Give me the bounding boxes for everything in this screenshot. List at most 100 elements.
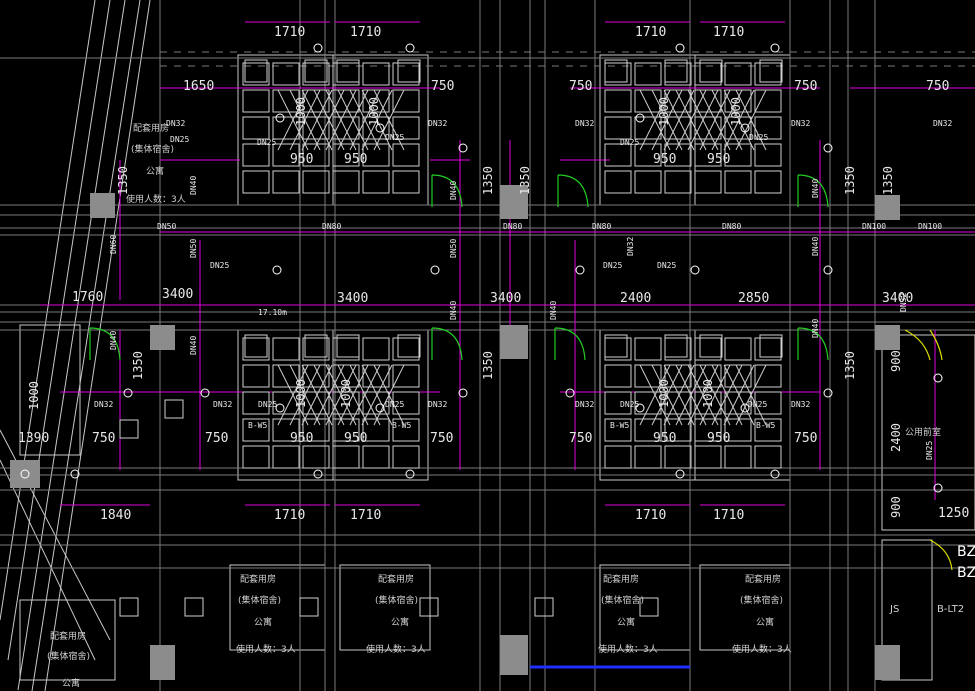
tile-0-2-0 (242, 116, 270, 140)
tile-3-3-5 (754, 418, 782, 442)
tile-1-1-3 (694, 89, 722, 113)
pipe-label-dn32h: DN32 (428, 400, 447, 409)
tile-3-4-0 (604, 445, 632, 469)
fixture-6 (699, 59, 723, 83)
hatch-b-0-6 (349, 89, 381, 151)
dim-lower-1000a: 1000 (294, 379, 308, 408)
hatch-b-2-5 (337, 364, 369, 426)
fixture-5 (664, 59, 688, 83)
label-shiyong-2: 使用人数：3人 (236, 643, 296, 655)
dim-vert-1350g: 1350 (481, 351, 495, 380)
pipe-label-dn32g: DN32 (213, 400, 232, 409)
tile-0-0-5 (392, 62, 420, 86)
pipe-label-dn25d: DN25 (257, 138, 276, 147)
dim-top-3: 1710 (635, 25, 666, 40)
pipe-label-dn40e: DN40 (549, 301, 558, 320)
pipe-lines (40, 21, 975, 506)
dim-vert-1350e: 1350 (881, 166, 895, 195)
dim-top-1: 1710 (274, 25, 305, 40)
pipe-label-dn40f: DN40 (811, 319, 820, 338)
fixture-8 (244, 334, 268, 358)
tile-3-0-1 (634, 337, 662, 361)
tile-1-4-5 (754, 170, 782, 194)
pipe-label-dn50a: DN50 (157, 222, 176, 231)
tile-3-3-2 (664, 418, 692, 442)
dim-bottom-1710b: 1710 (350, 508, 381, 523)
fixture-12 (604, 334, 628, 358)
tile-2-2-1 (272, 391, 300, 415)
label-jiti-3: (集体宿舍) (375, 594, 418, 606)
tile-0-2-1 (272, 116, 300, 140)
tile-1-3-4 (724, 143, 752, 167)
tile-3-0-5 (754, 337, 782, 361)
pipe-label-dn25i: DN25 (385, 400, 404, 409)
dim-upper-750b: 750 (569, 79, 592, 94)
riser-31 (20, 469, 30, 479)
pipe-label-dn32e: DN32 (933, 119, 952, 128)
hatch-b-1-2 (663, 89, 695, 151)
hatch-b-2-2 (301, 364, 333, 426)
tile-3-4-3 (694, 445, 722, 469)
riser-14 (375, 123, 385, 133)
dim-lower-950c: 950 (653, 431, 676, 446)
column-2 (875, 195, 900, 220)
door-6 (797, 327, 829, 361)
label-peitao-6: 配套用房 (50, 630, 86, 642)
pipe-label-dn32v: DN32 (626, 237, 635, 256)
tile-2-0-0 (242, 337, 270, 361)
tile-3-3-3 (694, 418, 722, 442)
dim-bottom-1250: 1250 (938, 506, 969, 521)
tile-3-3-0 (604, 418, 632, 442)
tile-1-0-3 (694, 62, 722, 86)
tile-1-2-0 (604, 116, 632, 140)
dim-lower-750c: 750 (430, 431, 453, 446)
pipe-label-dn25h: DN25 (258, 400, 277, 409)
tile-1-4-4 (724, 170, 752, 194)
tile-1-0-5 (754, 62, 782, 86)
dim-lower-1000b: 1000 (339, 379, 353, 408)
dim-top-2: 1710 (350, 25, 381, 40)
tile-1-0-4 (724, 62, 752, 86)
tile-0-3-5 (392, 143, 420, 167)
dim-upper-750d: 750 (926, 79, 949, 94)
dim-mid-2850: 2850 (738, 291, 769, 306)
label-peitao-4: 配套用房 (603, 573, 639, 585)
fixture-7 (759, 59, 783, 83)
riser-15 (635, 113, 645, 123)
tile-0-3-2 (302, 143, 330, 167)
hatch-b-0-2 (301, 89, 333, 151)
dim-vert-1350a: 1350 (116, 166, 130, 195)
riser-12 (823, 388, 833, 398)
label-shiyong-4: 使用人数：3人 (598, 643, 658, 655)
tile-0-3-4 (362, 143, 390, 167)
pipe-label-dn32d: DN32 (791, 119, 810, 128)
tile-1-3-0 (604, 143, 632, 167)
chair-7 (164, 399, 184, 419)
pipe-label-dn25b: DN25 (603, 261, 622, 270)
fixture-15 (759, 334, 783, 358)
riser-29 (933, 483, 943, 493)
pipe-label-dn40g: DN40 (189, 336, 198, 355)
label-peitao-1: 配套用房 (133, 122, 169, 134)
label-peitao-2: 配套用房 (240, 573, 276, 585)
dim-lower-750e: 750 (794, 431, 817, 446)
tile-3-1-5 (754, 364, 782, 388)
tile-1-4-0 (604, 170, 632, 194)
dim-top-4: 1710 (713, 25, 744, 40)
pipe-label-dn25a: DN25 (210, 261, 229, 270)
tile-2-4-1 (272, 445, 300, 469)
tile-2-4-2 (302, 445, 330, 469)
tile-1-4-3 (694, 170, 722, 194)
pipe-label-dn50c: DN50 (449, 239, 458, 258)
hatch-b-2-6 (349, 364, 381, 426)
pipe-label-dn32r: DN32 (899, 293, 908, 312)
dim-vert-1350f: 1350 (131, 351, 145, 380)
elevator-shaft (881, 539, 933, 681)
dim-mid-2400: 2400 (620, 291, 651, 306)
pipe-label-dn32a: DN32 (166, 119, 185, 128)
pipe-label-dn40b: DN40 (449, 181, 458, 200)
tile-3-4-2 (664, 445, 692, 469)
tile-3-0-3 (694, 337, 722, 361)
pipe-label-dn25k: DN25 (748, 400, 767, 409)
